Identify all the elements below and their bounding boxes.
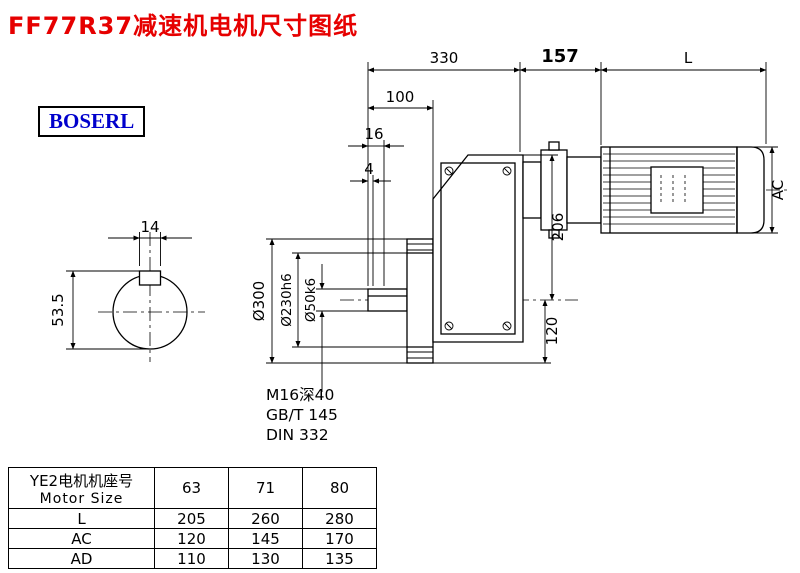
dim-label-16: 16 <box>364 125 383 143</box>
motor-body <box>600 146 765 234</box>
shaft-section-view <box>112 270 188 350</box>
row-label-l: L <box>8 508 155 529</box>
cell-ac-71: 145 <box>228 528 303 549</box>
page-title: FF77R37减速机电机尺寸图纸 <box>8 12 359 40</box>
dim-label-key-width: 14 <box>140 218 159 236</box>
row-label-ac: AC <box>8 528 155 549</box>
table-row: L 205 260 280 <box>8 508 377 529</box>
fan-cover <box>736 146 765 234</box>
size-71: 71 <box>228 467 303 509</box>
motor-size-header: YE2电机机座号 Motor Size <box>8 467 155 509</box>
dim-flange-od: Ø300 <box>250 238 407 364</box>
note-standard-gbt: GB/T 145 <box>266 406 338 424</box>
dim-330: 330 <box>367 49 521 286</box>
cell-ac-80: 170 <box>302 528 377 549</box>
technical-drawing: 14 53.5 <box>49 46 790 444</box>
dim-100: 100 <box>367 88 434 236</box>
dim-motor-length: L <box>600 49 767 144</box>
dim-120: 120 <box>433 299 561 364</box>
corner-screw-icon <box>444 166 512 331</box>
dim-key-height: 53.5 <box>49 270 148 350</box>
note-standard-din: DIN 332 <box>266 426 329 444</box>
table-row: AC 120 145 170 <box>8 528 377 549</box>
gearbox-body <box>432 154 524 343</box>
dim-label-100: 100 <box>386 88 415 106</box>
cell-l-80: 280 <box>302 508 377 529</box>
row-label-ad: AD <box>8 548 155 569</box>
size-80: 80 <box>302 467 377 509</box>
mounting-flange <box>406 238 434 364</box>
cell-l-71: 260 <box>228 508 303 529</box>
motor-fins <box>603 153 735 225</box>
dim-label-key-height: 53.5 <box>49 293 67 326</box>
table-row: AD 110 130 135 <box>8 548 377 569</box>
dim-label-shaft-dia: Ø50k6 <box>303 278 319 322</box>
bell-housing <box>522 141 602 239</box>
dim-label-flange-od: Ø300 <box>250 281 268 321</box>
dim-label-ac: AC <box>769 180 787 200</box>
cell-ad-80: 135 <box>302 548 377 569</box>
dim-label-motor-length: L <box>684 49 693 67</box>
dim-16: 16 <box>348 125 404 286</box>
dim-label-206: 206 <box>549 213 567 242</box>
dim-206: 206 <box>523 154 567 301</box>
dim-label-330: 330 <box>430 49 459 67</box>
dim-label-4: 4 <box>364 160 374 178</box>
dim-label-spigot: Ø230h6 <box>279 273 295 327</box>
dim-4: 4 <box>350 160 391 286</box>
cell-ad-63: 110 <box>154 548 229 569</box>
dim-spigot: Ø230h6 <box>279 252 407 348</box>
motor-size-header-cn: YE2电机机座号 <box>29 471 134 490</box>
motor-nameplate <box>650 166 704 214</box>
dim-157: 157 <box>519 46 602 145</box>
dim-label-120: 120 <box>543 317 561 346</box>
note-tap: M16深40 <box>266 386 334 404</box>
dim-key-width: 14 <box>108 218 192 266</box>
dim-label-157: 157 <box>541 46 579 67</box>
brand-text: BOSERL <box>49 109 135 133</box>
size-63: 63 <box>154 467 229 509</box>
brand-logo: BOSERL <box>38 106 146 137</box>
keyway <box>138 270 162 286</box>
dim-ac: AC <box>742 146 787 234</box>
thread-notes: M16深40 GB/T 145 DIN 332 <box>266 386 338 444</box>
table-header-row: YE2电机机座号 Motor Size 63 71 80 <box>8 467 377 509</box>
spec-table: YE2电机机座号 Motor Size 63 71 80 L 205 260 2… <box>8 467 377 569</box>
cell-ad-71: 130 <box>228 548 303 569</box>
cell-ac-63: 120 <box>154 528 229 549</box>
output-shaft <box>367 288 408 312</box>
dim-shaft-dia: Ø50k6 <box>303 264 368 392</box>
motor-size-header-en: Motor Size <box>39 490 124 507</box>
cell-l-63: 205 <box>154 508 229 529</box>
